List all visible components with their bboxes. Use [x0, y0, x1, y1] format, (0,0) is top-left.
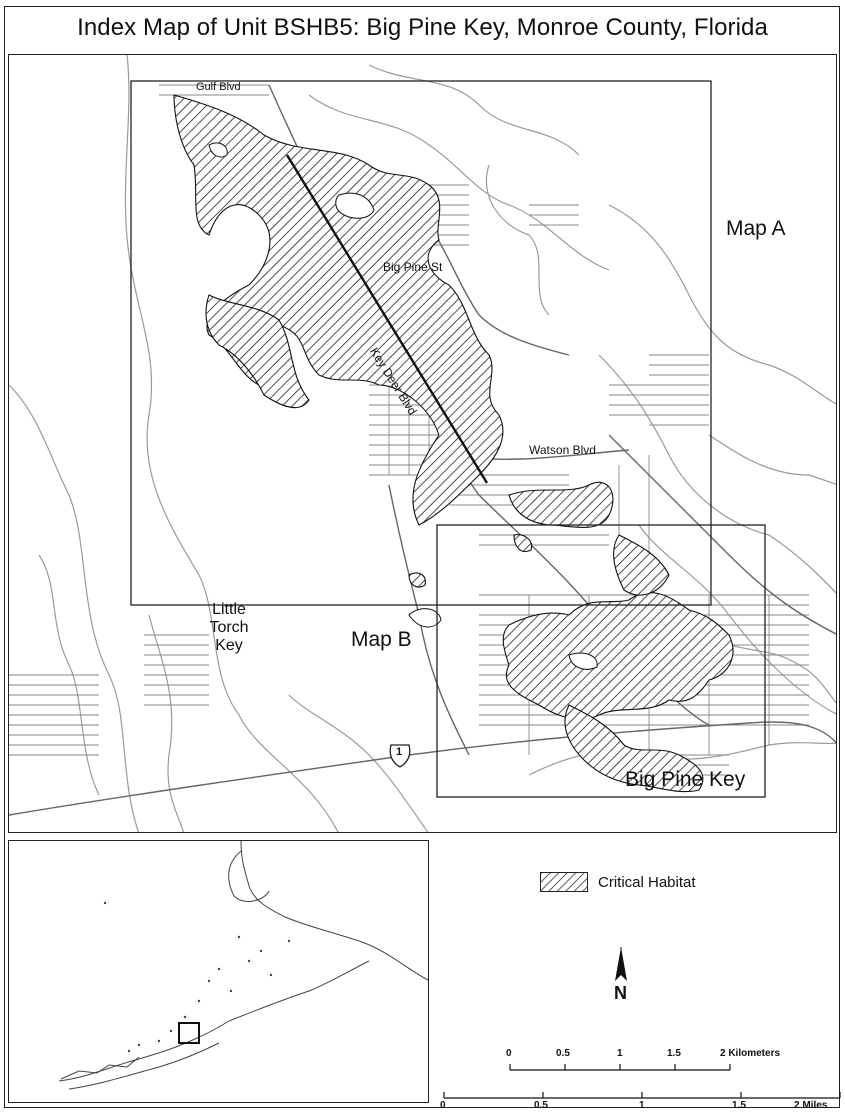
habitat-polygon-north — [173, 94, 504, 526]
coastline — [708, 434, 836, 485]
habitat-polygon-middle — [508, 481, 614, 528]
inset-map-canvas — [58, 841, 428, 1090]
mainland-coast — [228, 850, 270, 902]
north-arrow: N — [600, 945, 646, 1015]
label-little-torch-key: Little Torch Key — [209, 601, 249, 654]
page-title: Index Map of Unit BSHB5: Big Pine Key, M… — [77, 14, 768, 41]
label-watson-blvd: Watson Blvd — [529, 443, 596, 457]
key-deer-blvd-line — [285, 154, 489, 484]
pond — [568, 652, 598, 670]
coastline — [38, 554, 100, 796]
scale-bars: 0 0.5 1 1.5 2 Kilometers 0 0.5 1 1.5 2 M… — [430, 1040, 845, 1111]
label-big-pine-key: Big Pine Key — [625, 768, 746, 791]
habitat-polygon-east — [613, 534, 670, 596]
locator-inset-map[interactable] — [8, 840, 429, 1103]
critical-habitat-areas — [173, 94, 734, 793]
keys-chain — [68, 1042, 220, 1090]
keys-chain — [60, 1056, 140, 1080]
scale-mi-tick-3: 1.5 — [732, 1100, 746, 1111]
road — [428, 224, 570, 356]
scale-mi-tick-1: 0.5 — [534, 1100, 548, 1111]
road — [608, 434, 836, 635]
coastline — [608, 204, 836, 405]
scale-km-tick-3: 1.5 — [667, 1048, 681, 1059]
coastline — [598, 354, 836, 594]
pond — [208, 142, 228, 158]
legend: Critical Habitat — [540, 872, 696, 892]
scale-km-end-label: 2 Kilometers — [720, 1048, 781, 1059]
scale-mi-tick-0: 0 — [440, 1100, 446, 1111]
coastline — [368, 64, 580, 156]
big-pine-key-locator-box[interactable] — [178, 1022, 200, 1044]
pond — [335, 192, 375, 219]
habitat-polygon-small — [408, 572, 426, 588]
coastline — [288, 694, 429, 832]
coastline — [148, 614, 185, 832]
coastline — [485, 164, 550, 316]
pond — [408, 608, 442, 628]
legend-label-critical-habitat: Critical Habitat — [598, 873, 696, 891]
coastline — [124, 55, 339, 832]
mainland-coast — [240, 841, 428, 981]
scale-km-tick-1: 0.5 — [556, 1048, 570, 1059]
main-map[interactable]: Gulf Blvd Big Pine St Key Deer Blvd Wats… — [8, 54, 837, 833]
ponds — [208, 142, 598, 670]
north-arrow-icon — [615, 947, 627, 981]
coastline — [308, 94, 610, 271]
label-map-a: Map A — [726, 217, 786, 240]
coastline-group — [9, 55, 836, 832]
label-big-pine-st: Big Pine St — [383, 260, 443, 274]
scale-km-tick-0: 0 — [506, 1048, 512, 1059]
legend-swatch-critical-habitat — [540, 872, 588, 892]
us1-road — [9, 721, 836, 816]
scale-mi-tick-2: 1 — [639, 1100, 645, 1111]
map-b-extent[interactable] — [436, 524, 766, 798]
label-map-b: Map B — [351, 628, 412, 651]
north-arrow-letter: N — [614, 983, 627, 1003]
keys-chain — [58, 960, 370, 1082]
habitat-polygon-south-tail — [564, 704, 704, 793]
us1-shield — [389, 744, 411, 768]
label-us1-shield: 1 — [396, 746, 403, 758]
main-map-canvas — [9, 55, 836, 832]
map-a-extent[interactable] — [130, 80, 712, 606]
habitat-polygon-west-lobe — [205, 294, 310, 409]
map-frame — [4, 6, 840, 1108]
scale-mi-end-label: 2 Miles — [794, 1100, 828, 1111]
coastline — [9, 384, 140, 832]
label-gulf-blvd: Gulf Blvd — [196, 81, 241, 93]
scale-km-tick-2: 1 — [617, 1048, 623, 1059]
habitat-polygon-south — [502, 592, 734, 720]
habitat-polygon-small — [513, 534, 533, 553]
